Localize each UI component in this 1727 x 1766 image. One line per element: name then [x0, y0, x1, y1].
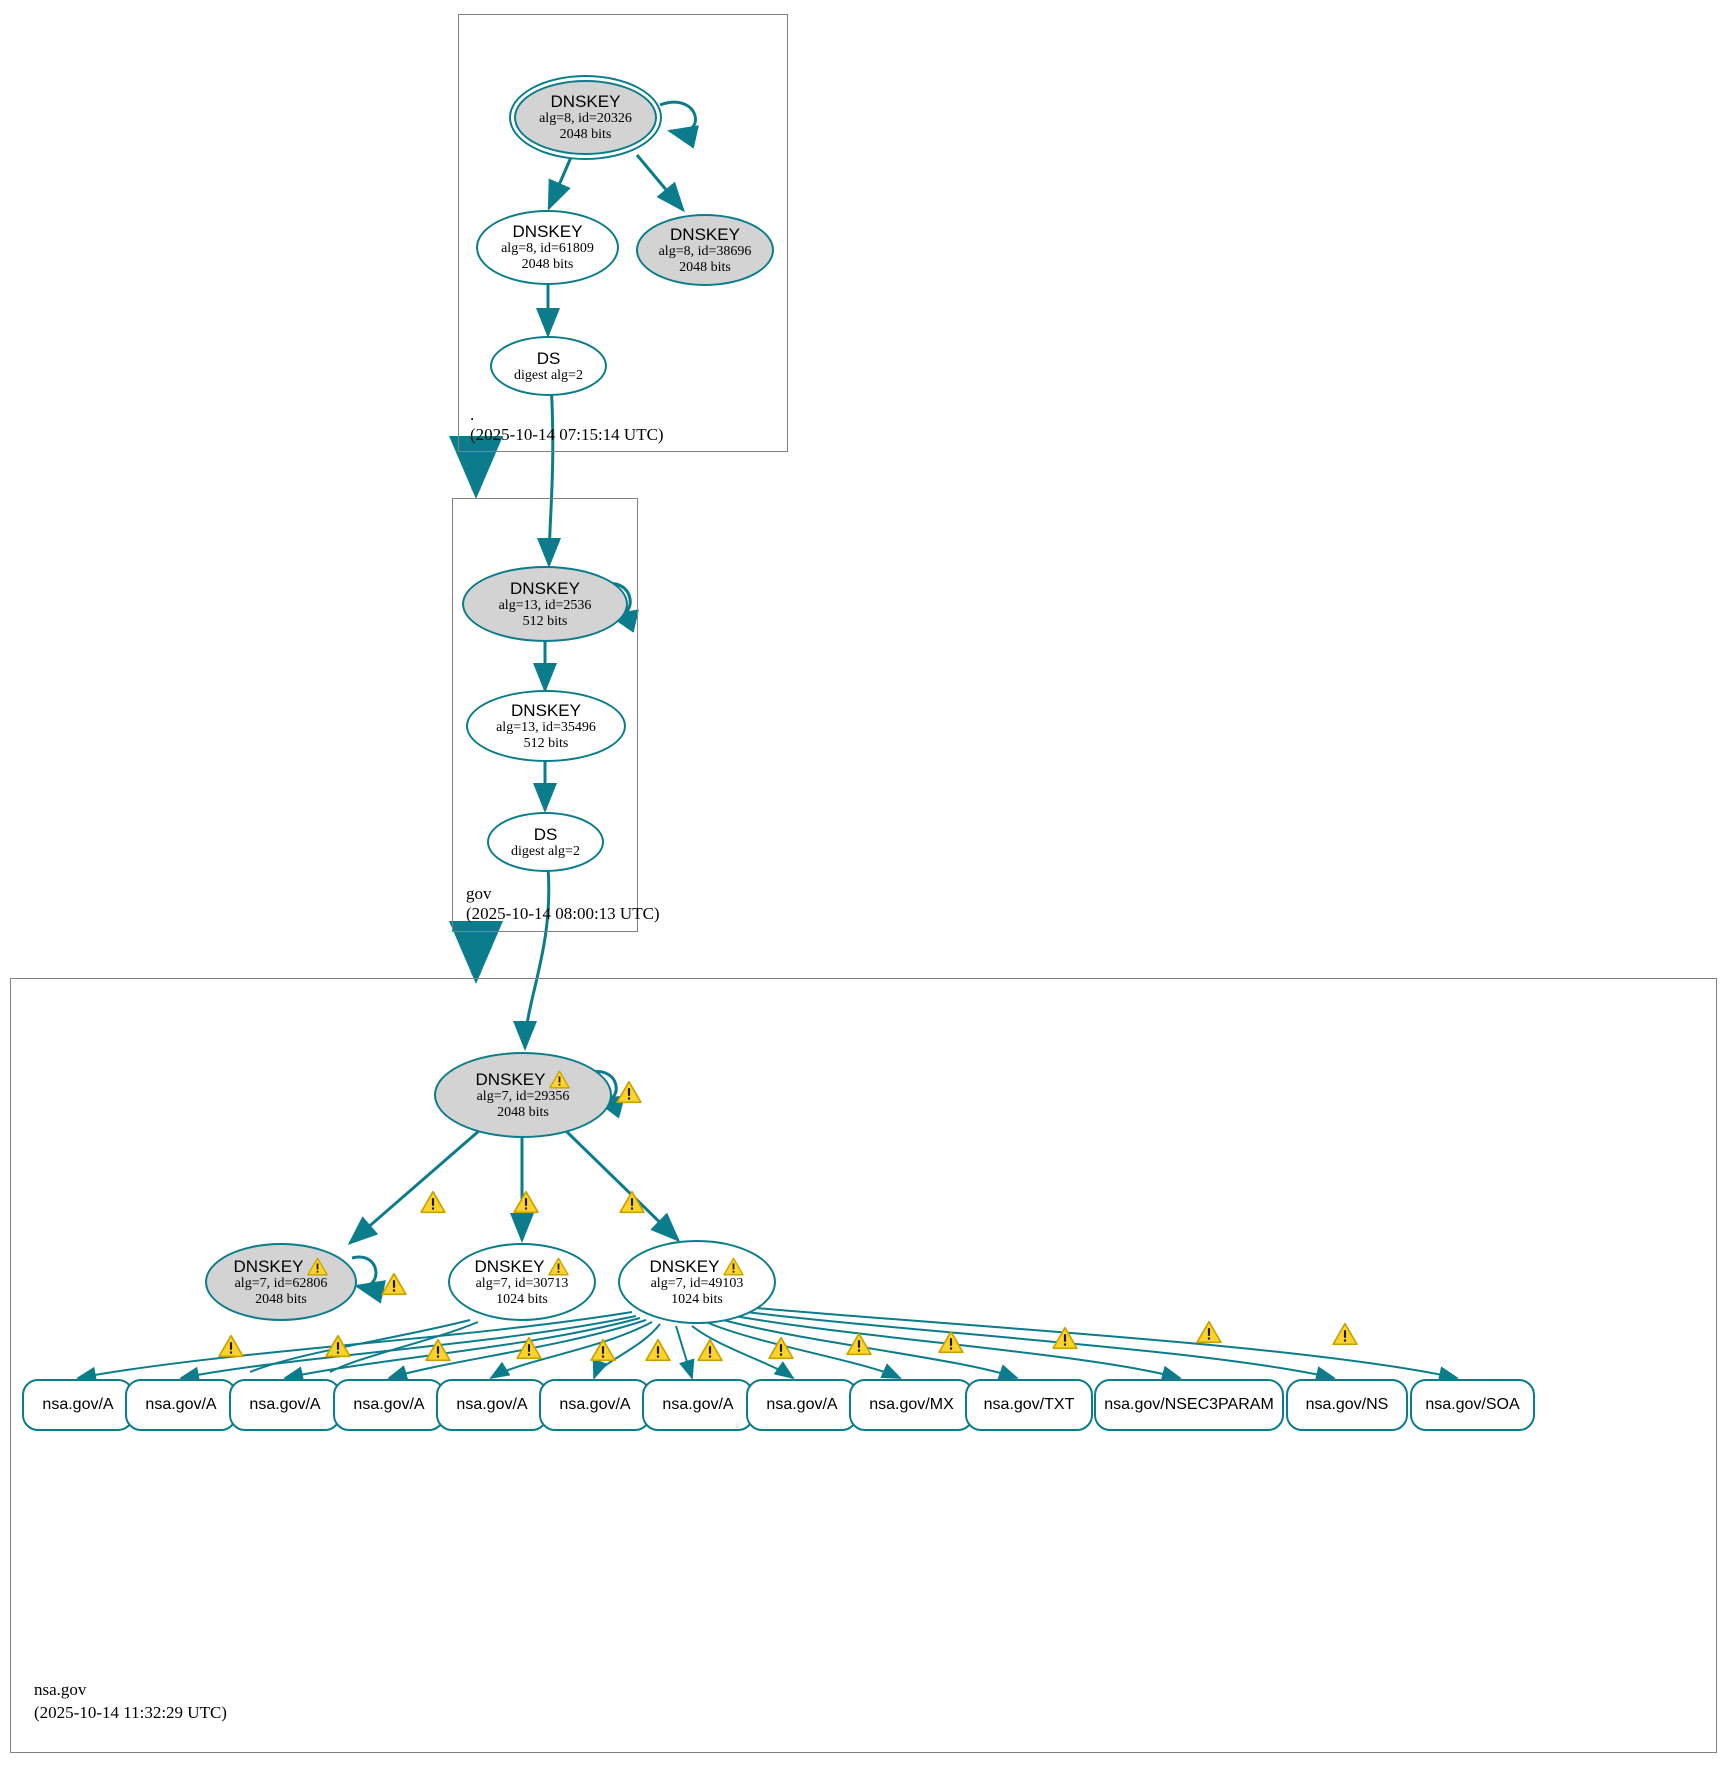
node-type-label: DNSKEY	[475, 1257, 570, 1276]
node-dnskey-nsa-49103[interactable]: DNSKEY alg=7, id=49103 1024 bits	[618, 1240, 776, 1324]
node-params: alg=13, id=35496	[496, 719, 596, 735]
node-dnskey-root-ksk-20326[interactable]: DNSKEY alg=8, id=20326 2048 bits	[514, 80, 657, 155]
rrset-node[interactable]: nsa.gov/TXT	[965, 1379, 1093, 1431]
rrset-node[interactable]: nsa.gov/A	[642, 1379, 754, 1431]
warning-triangle-icon	[218, 1334, 244, 1358]
node-type-label: DNSKEY	[650, 1257, 745, 1276]
zone-cluster-nsa-gov	[10, 978, 1717, 1753]
node-params: alg=8, id=38696	[658, 243, 752, 259]
rrset-node[interactable]: nsa.gov/A	[539, 1379, 651, 1431]
zone-cluster-gov	[452, 498, 638, 932]
node-type-text: DNSKEY	[475, 1069, 546, 1089]
node-params: digest alg=2	[511, 843, 580, 859]
warning-triangle-icon	[325, 1334, 351, 1358]
node-type-label: DNSKEY	[511, 700, 581, 720]
warning-triangle-icon	[723, 1257, 745, 1276]
node-type-label: DNSKEY	[550, 92, 621, 112]
node-dnskey-nsa-62806[interactable]: DNSKEY alg=7, id=62806 2048 bits	[205, 1243, 357, 1321]
zone-label-gov: gov	[466, 884, 492, 903]
warning-triangle-icon	[549, 1070, 571, 1089]
rrset-node[interactable]: nsa.gov/A	[333, 1379, 445, 1431]
warning-triangle-icon	[516, 1336, 542, 1360]
warning-triangle-icon	[420, 1190, 446, 1214]
node-keysize: 2048 bits	[559, 127, 612, 143]
warning-triangle-icon	[1196, 1320, 1222, 1344]
warning-triangle-icon	[768, 1336, 794, 1360]
node-params: alg=7, id=29356	[476, 1088, 570, 1104]
warning-triangle-icon	[590, 1338, 616, 1362]
node-type-label: DNSKEY	[512, 222, 583, 242]
node-dnskey-nsa-ksk-29356[interactable]: DNSKEY alg=7, id=29356 2048 bits	[434, 1052, 612, 1138]
node-keysize: 2048 bits	[679, 259, 731, 275]
node-type-label: DS	[536, 348, 561, 368]
node-dnskey-root-zsk-61809[interactable]: DNSKEY alg=8, id=61809 2048 bits	[476, 210, 619, 285]
node-keysize: 1024 bits	[671, 1291, 723, 1307]
node-dnskey-gov-zsk-35496[interactable]: DNSKEY alg=13, id=35496 512 bits	[466, 690, 626, 762]
rrset-node[interactable]: nsa.gov/MX	[849, 1379, 974, 1431]
zone-label-nsa-gov: nsa.gov	[34, 1680, 87, 1699]
node-type-text: DNSKEY	[233, 1256, 304, 1276]
node-type-label: DNSKEY	[476, 1070, 571, 1089]
node-dnskey-gov-ksk-2536[interactable]: DNSKEY alg=13, id=2536 512 bits	[462, 566, 628, 642]
warning-triangle-icon	[381, 1272, 407, 1296]
node-type-label: DNSKEY	[234, 1257, 329, 1276]
warning-triangle-icon	[548, 1257, 570, 1276]
warning-triangle-icon	[938, 1330, 964, 1354]
rrset-node[interactable]: nsa.gov/A	[436, 1379, 548, 1431]
zone-timestamp-nsa-gov: (2025-10-14 11:32:29 UTC)	[34, 1703, 227, 1722]
rrset-node[interactable]: nsa.gov/NS	[1286, 1379, 1408, 1431]
node-ds-root-to-gov[interactable]: DS digest alg=2	[490, 336, 607, 396]
node-params: alg=8, id=61809	[501, 241, 594, 257]
node-ds-gov-to-nsa[interactable]: DS digest alg=2	[487, 812, 604, 872]
node-type-label: DNSKEY	[510, 578, 580, 598]
warning-triangle-icon	[645, 1338, 671, 1362]
warning-triangle-icon	[425, 1338, 451, 1362]
warning-triangle-icon	[1052, 1326, 1078, 1350]
node-params: alg=7, id=62806	[234, 1275, 328, 1291]
rrset-node[interactable]: nsa.gov/A	[125, 1379, 237, 1431]
zone-label-root: .	[470, 405, 475, 424]
rrset-node[interactable]: nsa.gov/NSEC3PARAM	[1094, 1379, 1284, 1431]
zone-cluster-root	[458, 14, 788, 452]
node-params: alg=13, id=2536	[498, 597, 592, 613]
rrset-node[interactable]: nsa.gov/A	[746, 1379, 858, 1431]
node-params: digest alg=2	[514, 367, 583, 383]
node-type-text: DNSKEY	[474, 1256, 545, 1276]
node-params: alg=7, id=49103	[650, 1275, 744, 1291]
rrset-node[interactable]: nsa.gov/A	[229, 1379, 341, 1431]
node-params: alg=7, id=30713	[475, 1275, 569, 1291]
warning-triangle-icon	[697, 1338, 723, 1362]
node-type-label: DS	[533, 824, 558, 844]
node-keysize: 2048 bits	[521, 257, 574, 273]
zone-timestamp-gov: (2025-10-14 08:00:13 UTC)	[466, 904, 660, 923]
rrset-node[interactable]: nsa.gov/A	[22, 1379, 134, 1431]
rrset-node[interactable]: nsa.gov/SOA	[1410, 1379, 1535, 1431]
node-keysize: 1024 bits	[496, 1291, 548, 1307]
node-dnskey-root-38696[interactable]: DNSKEY alg=8, id=38696 2048 bits	[636, 214, 774, 286]
node-params: alg=8, id=20326	[539, 111, 632, 127]
warning-triangle-icon	[1332, 1322, 1358, 1346]
warning-triangle-icon	[619, 1190, 645, 1214]
zone-timestamp-root: (2025-10-14 07:15:14 UTC)	[470, 425, 664, 444]
node-keysize: 512 bits	[522, 613, 568, 629]
warning-triangle-icon	[616, 1080, 642, 1104]
warning-triangle-icon	[846, 1332, 872, 1356]
node-dnskey-nsa-30713[interactable]: DNSKEY alg=7, id=30713 1024 bits	[448, 1243, 596, 1321]
warning-triangle-icon	[513, 1190, 539, 1214]
warning-triangle-icon	[307, 1257, 329, 1276]
node-type-label: DNSKEY	[670, 224, 740, 244]
node-keysize: 2048 bits	[497, 1104, 549, 1120]
node-type-text: DNSKEY	[649, 1256, 720, 1276]
node-keysize: 512 bits	[523, 735, 569, 751]
node-keysize: 2048 bits	[255, 1291, 307, 1307]
